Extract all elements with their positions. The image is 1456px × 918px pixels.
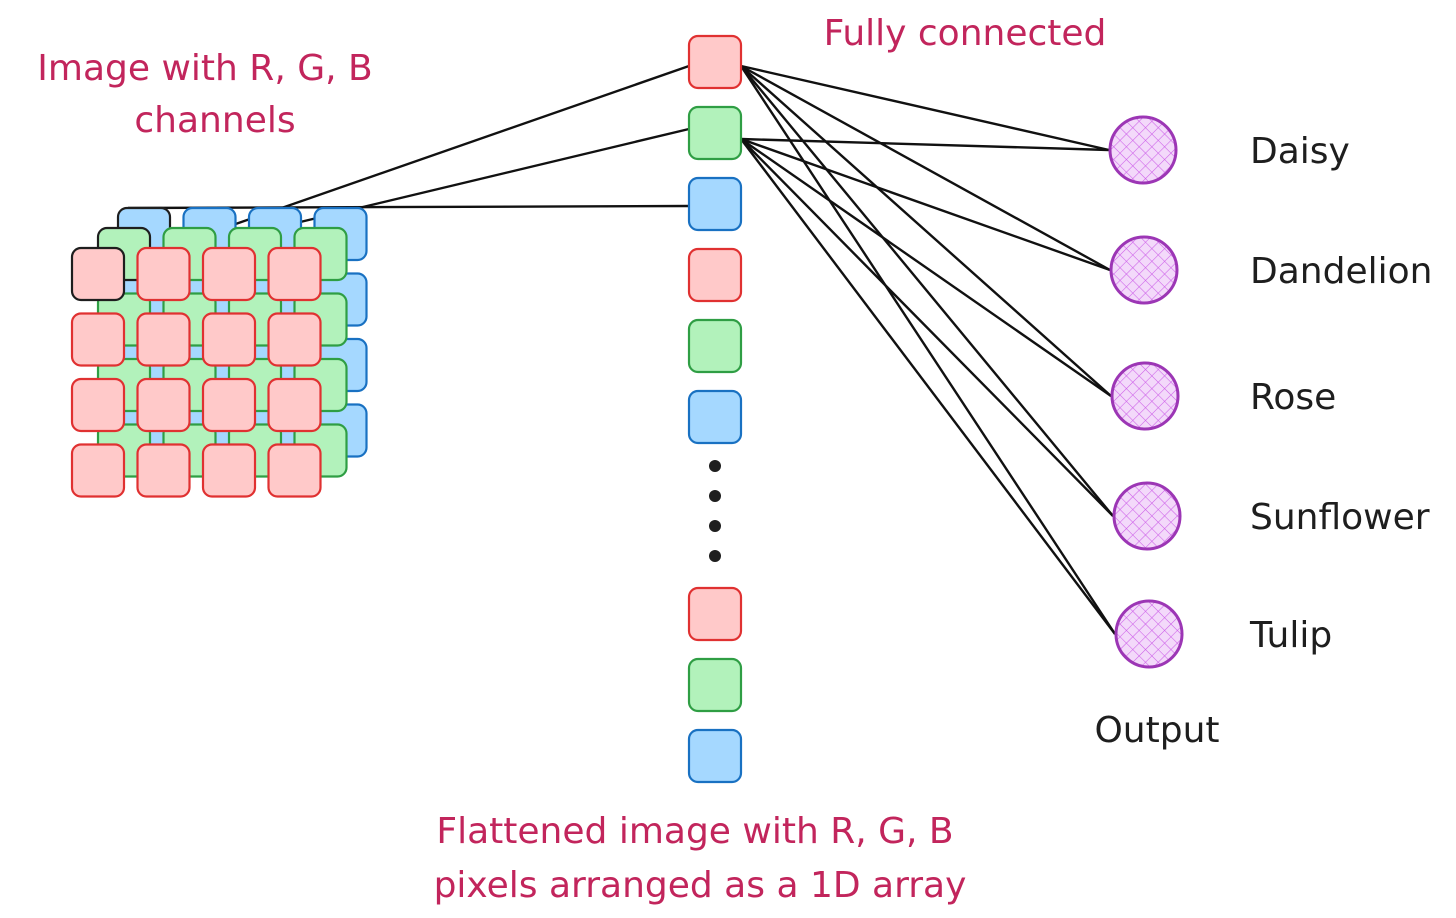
pixel-cell-red: [201, 312, 257, 367]
ellipsis-dot: [709, 490, 721, 502]
ellipsis-dot: [709, 550, 721, 562]
pixel-cell-red: [136, 246, 191, 302]
image-title-line1: Image with R, G, B: [37, 48, 372, 89]
fully-connected-label: Fully connected: [824, 13, 1107, 54]
fc-connection-line: [740, 65, 1114, 517]
array-cell-red: [687, 34, 743, 90]
array-cell-blue: [687, 389, 743, 445]
pixel-cell-red: [70, 377, 126, 433]
pixel-cell-red: [201, 443, 257, 498]
class-label-dandelion: Dandelion: [1250, 251, 1432, 292]
array-cell-blue: [687, 176, 743, 232]
array-cell-green: [687, 657, 743, 713]
array-cell-red: [687, 247, 743, 303]
output-node-dandelion: [1109, 235, 1179, 305]
output-node-tulip: [1114, 599, 1184, 669]
image-title-line2: channels: [134, 100, 295, 141]
class-label-sunflower: Sunflower: [1250, 497, 1430, 538]
fc-connection-line: [740, 138, 1116, 635]
pixel-cell-red: [70, 312, 126, 367]
output-label: Output: [1094, 710, 1219, 751]
fc-connection-line: [740, 64, 1111, 272]
array-cell-red: [687, 586, 743, 642]
pixel-cell-red: [267, 312, 322, 367]
flattened-array: [687, 34, 743, 784]
class-label-tulip: Tulip: [1249, 615, 1332, 656]
fc-connection-line: [740, 138, 1114, 517]
output-node-rose: [1110, 361, 1180, 431]
output-node-sunflower: [1112, 481, 1182, 551]
pixel-cell-red: [70, 246, 126, 302]
fc-connection-line: [740, 137, 1111, 272]
pixel-cell-red: [136, 377, 191, 433]
pixel-cell-red: [267, 246, 322, 302]
ellipsis-dot: [709, 520, 721, 532]
fc-connection-line: [740, 65, 1112, 397]
flattened-label-line1: Flattened image with R, G, B: [436, 811, 953, 852]
pixel-cell-red: [201, 246, 257, 302]
fc-connection-line: [740, 137, 1110, 152]
pixel-cell-red: [136, 312, 191, 367]
pixel-cell-red: [267, 377, 322, 433]
array-cell-blue: [687, 728, 743, 784]
fc-connection-line: [740, 64, 1110, 152]
pixel-cell-red: [70, 443, 126, 498]
pixel-cell-red: [267, 443, 322, 498]
pixel-cell-red: [136, 443, 191, 498]
ellipsis-dot: [709, 460, 721, 472]
flattened-label-line2: pixels arranged as a 1D array: [434, 865, 967, 906]
array-cell-green: [687, 318, 743, 374]
class-label-rose: Rose: [1250, 377, 1336, 418]
output-node-daisy: [1108, 115, 1178, 185]
input-image-stack: [70, 206, 368, 498]
class-label-daisy: Daisy: [1250, 131, 1350, 172]
array-cell-green: [687, 105, 743, 161]
pixel-cell-red: [201, 377, 257, 433]
fc-connection-line: [740, 138, 1112, 397]
